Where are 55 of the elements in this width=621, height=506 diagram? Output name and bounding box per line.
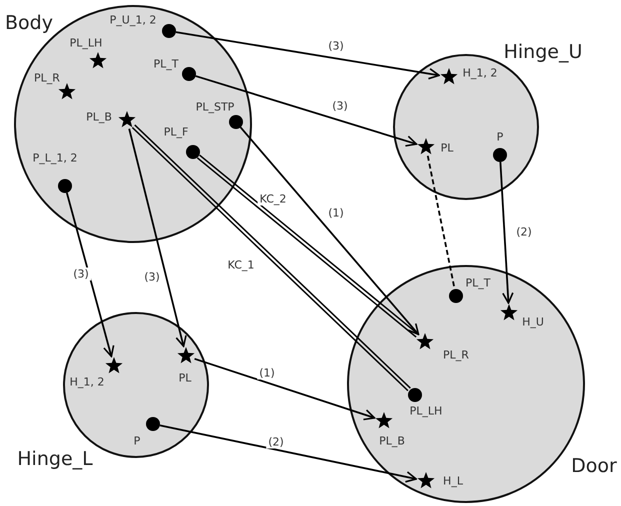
point-label: H_L [443,474,463,488]
region-title: Body [5,12,53,34]
region-title: Hinge_U [504,41,582,63]
arrow [195,75,418,147]
point-label: PL_R [443,348,469,362]
arrow [194,358,376,420]
point-label: PL_LH [70,36,102,50]
point-label: PL_T [154,58,178,70]
edge-label: (1) [326,206,346,220]
edge-label: KC_2 [258,192,288,206]
point-label: PL_STP [196,100,234,114]
point-label: P [134,434,140,448]
star-marker [500,304,518,322]
star-marker [417,138,435,156]
star-marker [177,347,195,365]
star-marker [105,357,123,375]
edge-label: (3) [326,40,346,52]
point-label: P_U_1, 2 [110,14,156,26]
point-label: PL [440,142,454,154]
star-marker [417,472,435,490]
edge-label: (2) [266,436,286,448]
point-label: P_L_1, 2 [32,152,78,164]
edge-label: (3) [330,100,350,112]
point-label: PL_R [34,72,60,84]
arrow [240,126,420,336]
edge-label: (1) [257,366,277,380]
point-label: PL [178,372,192,384]
point-label: H_1, 2 [462,66,498,80]
double-line [196,154,419,338]
arrow [66,192,114,358]
star-marker [416,333,434,351]
point-label: PL_F [164,126,188,138]
point-label: PL_B [86,110,112,124]
star-marker [440,68,458,86]
arrow [128,128,187,348]
star-marker [375,412,393,430]
edge-label: (3) [142,270,162,284]
edge-label: (2) [514,226,534,238]
point-label: PL_LH [410,404,442,418]
edge-label: KC_1 [226,258,256,272]
point-label: H_1, 2 [70,376,104,388]
point-label: PL_T [466,276,490,290]
star-marker [118,111,136,129]
star-marker [89,52,107,70]
arrow [160,424,417,483]
region-title: Door [571,455,617,477]
point-label: PL_B [379,434,405,448]
double-line [132,124,411,392]
edge-label: (3) [71,268,91,280]
point-label: H_U [522,316,544,328]
star-marker [58,83,76,101]
region-title: Hinge_L [17,448,93,470]
arrow [176,31,440,80]
arrow [500,162,514,304]
point-label: P [496,130,504,144]
